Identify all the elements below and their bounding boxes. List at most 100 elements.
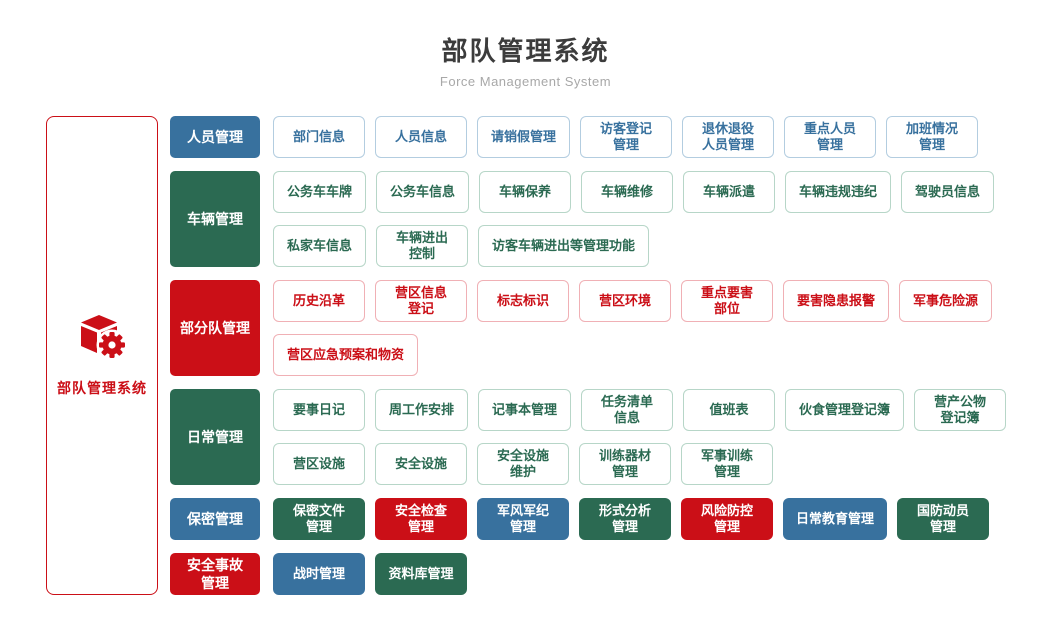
category-label: 管理 — [201, 575, 229, 591]
item-box: 形式分析管理 — [579, 498, 671, 540]
item-label: 私家车信息 — [287, 238, 353, 253]
category-box: 部分队管理 — [170, 280, 260, 376]
section-row: 部分队管理历史沿革营区信息登记标志标识营区环境重点要害部位要害隐患报警军事危险源… — [170, 280, 1006, 376]
item-label: 车辆保养 — [499, 184, 552, 199]
item-box: 记事本管理 — [478, 389, 572, 431]
item-label: 资料库管理 — [388, 566, 454, 581]
section-row: 人员管理部门信息人员信息请销假管理访客登记管理退休退役人员管理重点人员管理加班情… — [170, 116, 1006, 158]
item-label: 请销假管理 — [491, 129, 557, 144]
item-row: 营区设施安全设施安全设施维护训练器材管理军事训练管理 — [273, 443, 1006, 485]
page-title: 部队管理系统 — [441, 36, 610, 66]
category-box: 日常管理 — [170, 389, 260, 485]
item-row: 部门信息人员信息请销假管理访客登记管理退休退役人员管理重点人员管理加班情况管理 — [273, 116, 979, 158]
item-box: 要害隐患报警 — [783, 280, 890, 322]
item-box: 公务车车牌 — [273, 171, 367, 213]
item-box: 战时管理 — [273, 553, 365, 595]
item-label: 营区信息 — [394, 285, 447, 300]
item-rows: 部门信息人员信息请销假管理访客登记管理退休退役人员管理重点人员管理加班情况管理 — [273, 116, 979, 158]
item-rows: 战时管理 资料库管理 — [273, 553, 467, 595]
item-label: 管理 — [611, 464, 638, 479]
item-label: 访客车辆进出等管理功能 — [492, 238, 636, 253]
item-box: 风险防控管理 — [681, 498, 773, 540]
item-label: 管理 — [817, 137, 844, 152]
item-label: 车辆派遣 — [703, 184, 756, 199]
item-label: 管理 — [611, 519, 638, 534]
item-box: 资料库管理 — [375, 553, 467, 595]
item-box: 私家车信息 — [273, 225, 367, 267]
item-label: 营产公物 — [934, 394, 987, 409]
item-rows: 保密文件管理安全检查管理军风军纪管理形式分析管理风险防控管理日常教育管理国防动员… — [273, 498, 990, 540]
section-row: 安全事故管理 战时管理 资料库管理 — [170, 553, 1006, 595]
item-label: 驾驶员信息 — [915, 184, 981, 199]
root-system-panel: 部队管理系统 — [46, 116, 158, 595]
item-box: 任务清单信息 — [581, 389, 674, 431]
item-label: 营区设施 — [292, 456, 345, 471]
item-label: 人员信息 — [394, 129, 447, 144]
item-label: 要事日记 — [292, 402, 345, 417]
item-box: 周工作安排 — [375, 389, 469, 431]
item-label: 任务清单 — [601, 394, 654, 409]
item-box: 值班表 — [683, 389, 776, 431]
item-label: 伙食管理登记簿 — [799, 402, 891, 417]
item-label: 营区应急预案和物资 — [287, 347, 405, 362]
item-label: 维护 — [509, 464, 536, 479]
item-box: 车辆违规违纪 — [785, 171, 892, 213]
item-box: 驾驶员信息 — [901, 171, 995, 213]
item-row: 保密文件管理安全检查管理军风军纪管理形式分析管理风险防控管理日常教育管理国防动员… — [273, 498, 990, 540]
item-box: 要事日记 — [273, 389, 365, 431]
item-label: 管理 — [613, 137, 640, 152]
item-box: 访客登记管理 — [580, 116, 673, 158]
item-label: 部位 — [713, 301, 740, 316]
item-box: 安全检查管理 — [375, 498, 467, 540]
item-rows: 历史沿革营区信息登记标志标识营区环境重点要害部位要害隐患报警军事危险源营区应急预… — [273, 280, 993, 376]
page-header: 部队管理系统 Force Management System — [0, 0, 1051, 89]
item-box: 加班情况管理 — [886, 116, 979, 158]
category-box: 人员管理 — [170, 116, 260, 158]
item-label: 周工作安排 — [389, 402, 455, 417]
item-box: 军事训练管理 — [681, 443, 773, 485]
item-label: 退休退役 — [702, 121, 755, 136]
item-label: 记事本管理 — [492, 402, 558, 417]
item-box: 标志标识 — [477, 280, 569, 322]
item-label: 风险防控 — [700, 503, 753, 518]
item-label: 车辆进出 — [396, 230, 449, 245]
item-label: 日常教育管理 — [796, 511, 875, 526]
item-box: 人员信息 — [375, 116, 467, 158]
item-row: 公务车车牌公务车信息车辆保养车辆维修车辆派遣车辆违规违纪驾驶员信息 — [273, 171, 995, 213]
item-box: 重点人员管理 — [784, 116, 877, 158]
category-label: 部分队管理 — [180, 320, 250, 336]
item-label: 标志标识 — [496, 293, 549, 308]
item-box: 退休退役人员管理 — [682, 116, 775, 158]
category-box: 车辆管理 — [170, 171, 260, 267]
item-label: 安全设施 — [394, 456, 447, 471]
item-label: 管理 — [305, 519, 332, 534]
item-label: 营区环境 — [598, 293, 651, 308]
item-label: 保密文件 — [292, 503, 345, 518]
item-box: 车辆派遣 — [683, 171, 776, 213]
item-label: 要害隐患报警 — [797, 293, 876, 308]
item-label: 部门信息 — [292, 129, 345, 144]
item-label: 军风军纪 — [496, 503, 549, 518]
item-box: 营区设施 — [273, 443, 365, 485]
main-layout: 部队管理系统 人员管理部门信息人员信息请销假管理访客登记管理退休退役人员管理重点… — [46, 116, 1051, 595]
section-row: 车辆管理公务车车牌公务车信息车辆保养车辆维修车辆派遣车辆违规违纪驾驶员信息私家车… — [170, 171, 1006, 267]
item-row: 要事日记周工作安排记事本管理任务清单信息值班表伙食管理登记簿营产公物登记簿 — [273, 389, 1007, 431]
item-label: 战时管理 — [292, 566, 345, 581]
item-label: 控制 — [409, 246, 436, 261]
item-label: 管理 — [930, 519, 957, 534]
item-label: 历史沿革 — [292, 293, 345, 308]
item-label: 管理 — [713, 519, 740, 534]
item-label: 人员管理 — [702, 137, 755, 152]
item-box: 安全设施维护 — [477, 443, 569, 485]
item-label: 军事危险源 — [913, 293, 979, 308]
item-box: 保密文件管理 — [273, 498, 365, 540]
section-row: 日常管理要事日记周工作安排记事本管理任务清单信息值班表伙食管理登记簿营产公物登记… — [170, 389, 1007, 485]
item-label: 国防动员 — [917, 503, 970, 518]
item-box: 安全设施 — [375, 443, 467, 485]
item-box: 日常教育管理 — [783, 498, 888, 540]
category-label: 安全事故 — [187, 557, 243, 573]
item-label: 信息 — [614, 410, 641, 425]
item-label: 登记 — [407, 301, 434, 316]
item-box: 军事危险源 — [899, 280, 993, 322]
item-label: 加班情况 — [906, 121, 959, 136]
